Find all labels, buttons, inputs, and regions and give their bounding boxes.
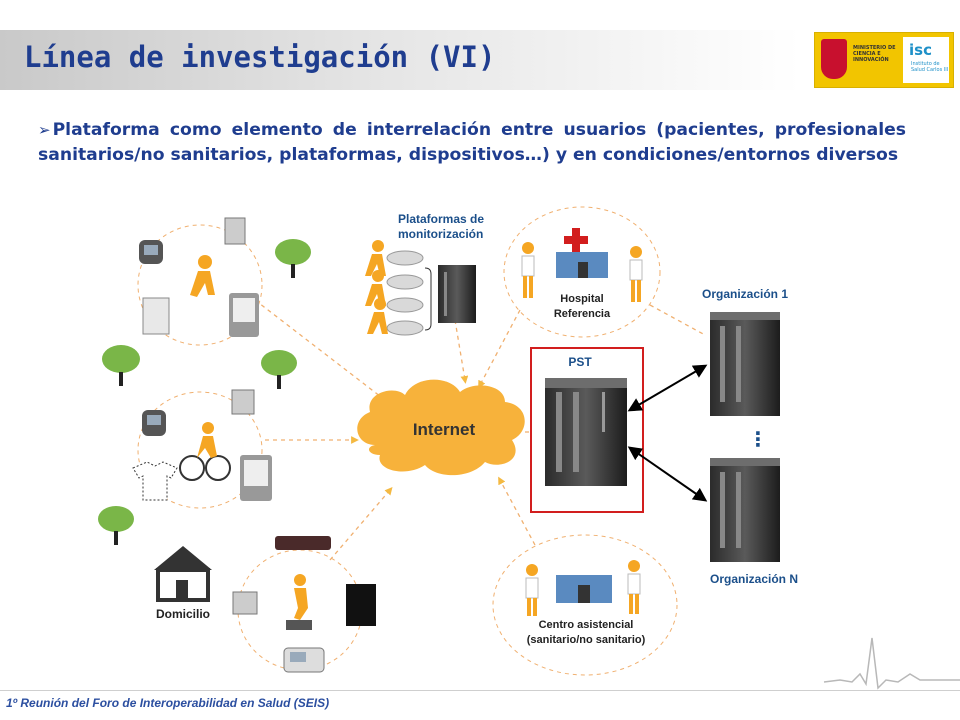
home-label: Domicilio <box>156 607 210 621</box>
title-bar <box>0 30 800 90</box>
cyclist-icon <box>179 422 231 481</box>
bullet-arrow-icon: ➢ <box>38 121 51 139</box>
doctor-icon <box>525 560 641 616</box>
watch-icon <box>139 240 163 264</box>
ecg-decoration-icon <box>823 637 960 690</box>
blood-pressure-icon <box>283 647 325 673</box>
hospital-label-line2: Referencia <box>554 308 611 320</box>
watch-icon <box>142 410 166 436</box>
orgN-label: Organización N <box>710 572 798 586</box>
tshirt-sensor-icon <box>132 461 178 501</box>
bullet-text: Plataforma como elemento de interrelació… <box>38 120 906 165</box>
runner-icon <box>365 240 388 334</box>
org1-label: Organización 1 <box>702 287 788 301</box>
bullet-paragraph: ➢Plataforma como elemento de interrelaci… <box>38 118 906 168</box>
ministry-logo-text: MINISTERIO DE CIENCIA E INNOVACIÓN <box>853 45 896 63</box>
runner-icon <box>190 255 215 297</box>
monitoring-label-line2: monitorización <box>398 227 483 241</box>
pst-server: PST <box>530 347 644 513</box>
pda-icon <box>142 217 259 337</box>
centro-asistencial: Centro asistencial (sanitario/no sanitar… <box>525 560 646 646</box>
tree-icon <box>98 239 311 545</box>
institute-logo-text: Instituto de Salud Carlos III <box>911 61 949 73</box>
institute-logo-mark: isc <box>909 41 932 59</box>
architecture-diagram: Internet PST Organización 1 ⋮ Organizaci… <box>98 206 798 676</box>
slide-title: Línea de investigación (VI) <box>24 40 496 74</box>
organization-1-server: Organización 1 <box>702 287 788 416</box>
footer-text: 1º Reunión del Foro de Interoperabilidad… <box>6 696 330 710</box>
pst-label: PST <box>568 355 592 369</box>
hospital-icon <box>556 575 612 603</box>
exercise-bike-icon <box>232 536 376 630</box>
hospital-referencia: Hospital Referencia <box>521 228 643 320</box>
hospital-icon <box>556 252 608 278</box>
internet-label: Internet <box>413 420 476 439</box>
organization-n-server: Organización N <box>710 458 798 586</box>
center-label-line1: Centro asistencial <box>539 619 634 631</box>
coat-of-arms-icon <box>821 39 847 79</box>
house-icon: Domicilio <box>154 546 212 621</box>
institute-logo: isc Instituto de Salud Carlos III <box>903 37 949 83</box>
pda-icon <box>231 389 272 501</box>
doctor-icon <box>521 242 643 302</box>
internet-cloud: Internet <box>357 379 525 476</box>
center-label-line2: (sanitario/no sanitario) <box>527 634 646 646</box>
footer-divider <box>0 690 960 691</box>
ministry-logo: MINISTERIO DE CIENCIA E INNOVACIÓN isc I… <box>814 32 954 88</box>
server-icon <box>438 265 476 323</box>
database-icon <box>386 250 424 336</box>
monitoring-label-line1: Plataformas de <box>398 212 484 226</box>
organizations-ellipsis: ⋮ <box>748 427 768 451</box>
monitoring-platforms: Plataformas de monitorización <box>365 212 484 336</box>
hospital-label-line1: Hospital <box>560 293 603 305</box>
